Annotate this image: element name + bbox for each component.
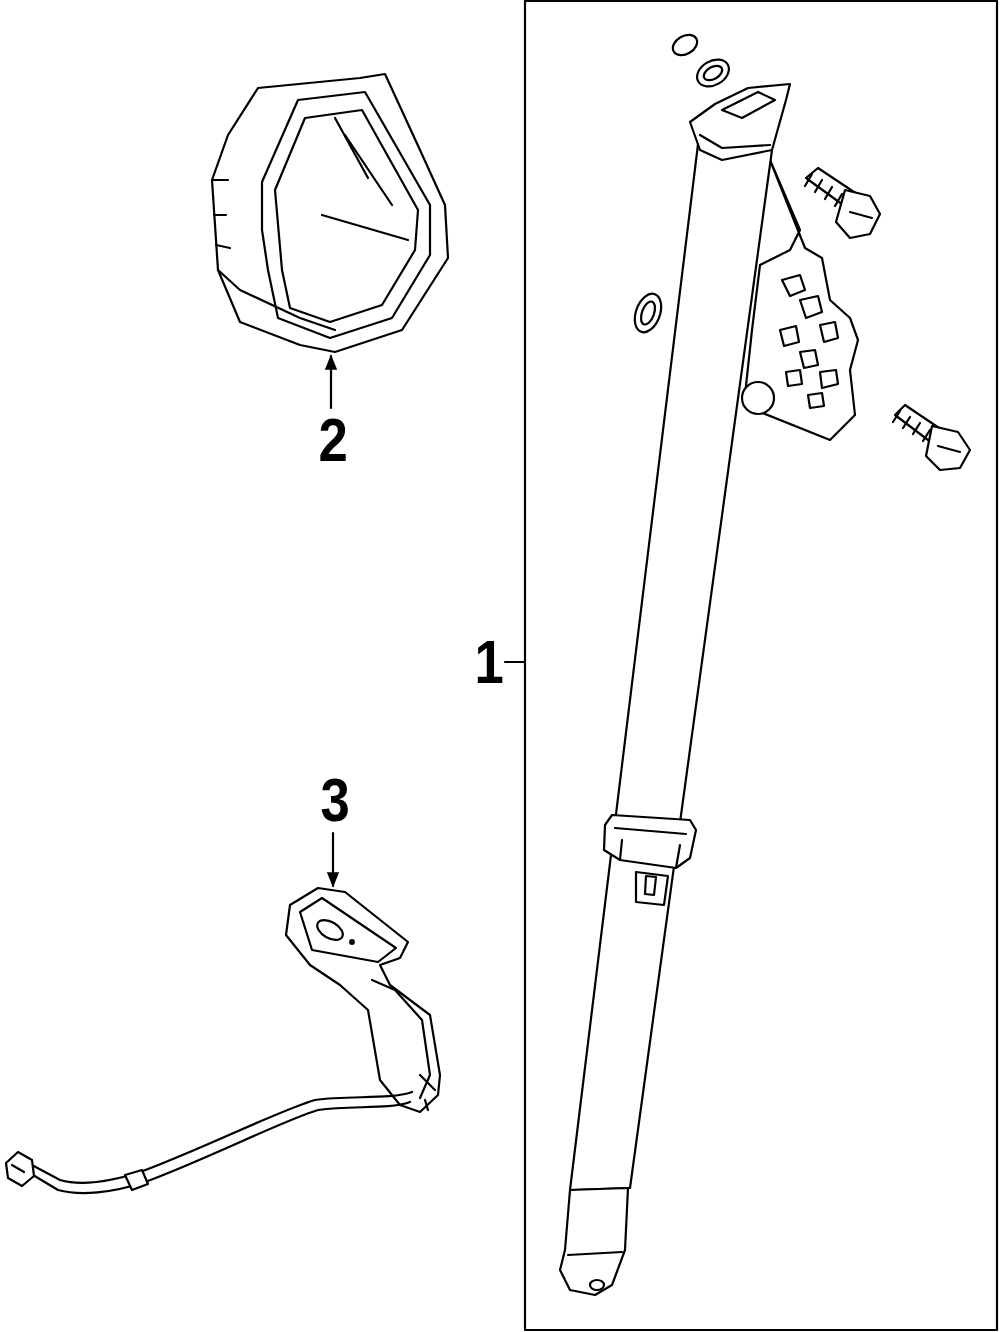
- buckle-assembly-part: [372, 980, 430, 1098]
- leader-lines: [331, 356, 525, 886]
- seat-belt-assembly-part: [638, 300, 657, 327]
- seat-belt-assembly-part: [722, 92, 775, 118]
- seat-belt-assembly-part: [700, 135, 770, 148]
- seat-belt-assembly-part-part: [850, 212, 872, 218]
- group-frame: [525, 1, 997, 1330]
- trim-cover-part: [275, 110, 418, 322]
- seat-belt-assembly-part: [805, 168, 880, 238]
- seat-belt-assembly-part: [701, 63, 724, 83]
- leader-lines-part: [330, 356, 332, 408]
- trim-cover-part: [212, 74, 448, 352]
- trim-cover-part: [212, 180, 230, 248]
- trim-cover: [212, 74, 448, 352]
- seat-belt-assembly-part: [604, 815, 696, 868]
- buckle-assembly-part: [314, 916, 346, 944]
- buckle-assembly-part: [28, 1102, 410, 1193]
- seat-belt-assembly-part: [560, 1188, 628, 1295]
- buckle-assembly-part: [30, 1092, 412, 1183]
- buckle-assembly-part: [125, 1170, 148, 1190]
- trim-cover-part: [345, 135, 392, 205]
- seat-belt-assembly-part: [568, 1252, 622, 1255]
- buckle-assembly: [6, 888, 440, 1193]
- seat-belt-assembly-part-part: [836, 190, 880, 238]
- seat-belt-assembly: [560, 31, 970, 1295]
- callout-number: 3: [321, 769, 350, 831]
- seat-belt-assembly-part: [669, 31, 701, 60]
- trim-cover-part: [218, 270, 335, 330]
- callout-number: 1: [475, 631, 504, 693]
- callout-number: 2: [319, 409, 348, 471]
- seat-belt-assembly-part-part: [926, 426, 970, 470]
- seat-belt-assembly-part: [780, 275, 838, 408]
- seat-belt-assembly-part: [615, 828, 686, 868]
- seat-belt-assembly-part: [630, 290, 666, 336]
- trim-cover-part: [335, 118, 368, 178]
- buckle-assembly-part: [6, 1152, 34, 1186]
- seat-belt-assembly-part: [636, 872, 668, 905]
- seat-belt-assembly-part: [645, 876, 656, 895]
- buckle-assembly-part: [350, 940, 354, 944]
- seat-belt-assembly-part: [690, 84, 790, 160]
- seat-belt-assembly-part: [742, 382, 774, 414]
- buckle-assembly-part: [300, 898, 396, 962]
- seat-belt-assembly-part-part: [805, 174, 842, 206]
- leader-lines-part: [505, 661, 525, 663]
- trim-cover-part: [262, 92, 430, 338]
- seat-belt-assembly-part: [893, 405, 970, 470]
- trim-cover-part: [322, 215, 408, 240]
- buckle-assembly-part: [286, 888, 440, 1112]
- seat-belt-assembly-part: [590, 1280, 604, 1290]
- seat-belt-assembly-part: [692, 54, 733, 92]
- seat-belt-assembly-part: [570, 128, 772, 1190]
- leader-lines-part: [332, 833, 334, 886]
- buckle-assembly-part: [420, 1075, 435, 1110]
- seat-belt-assembly-part-part: [938, 446, 960, 452]
- buckle-assembly-part: [12, 1165, 24, 1172]
- seat-belt-assembly-part-part: [893, 411, 930, 441]
